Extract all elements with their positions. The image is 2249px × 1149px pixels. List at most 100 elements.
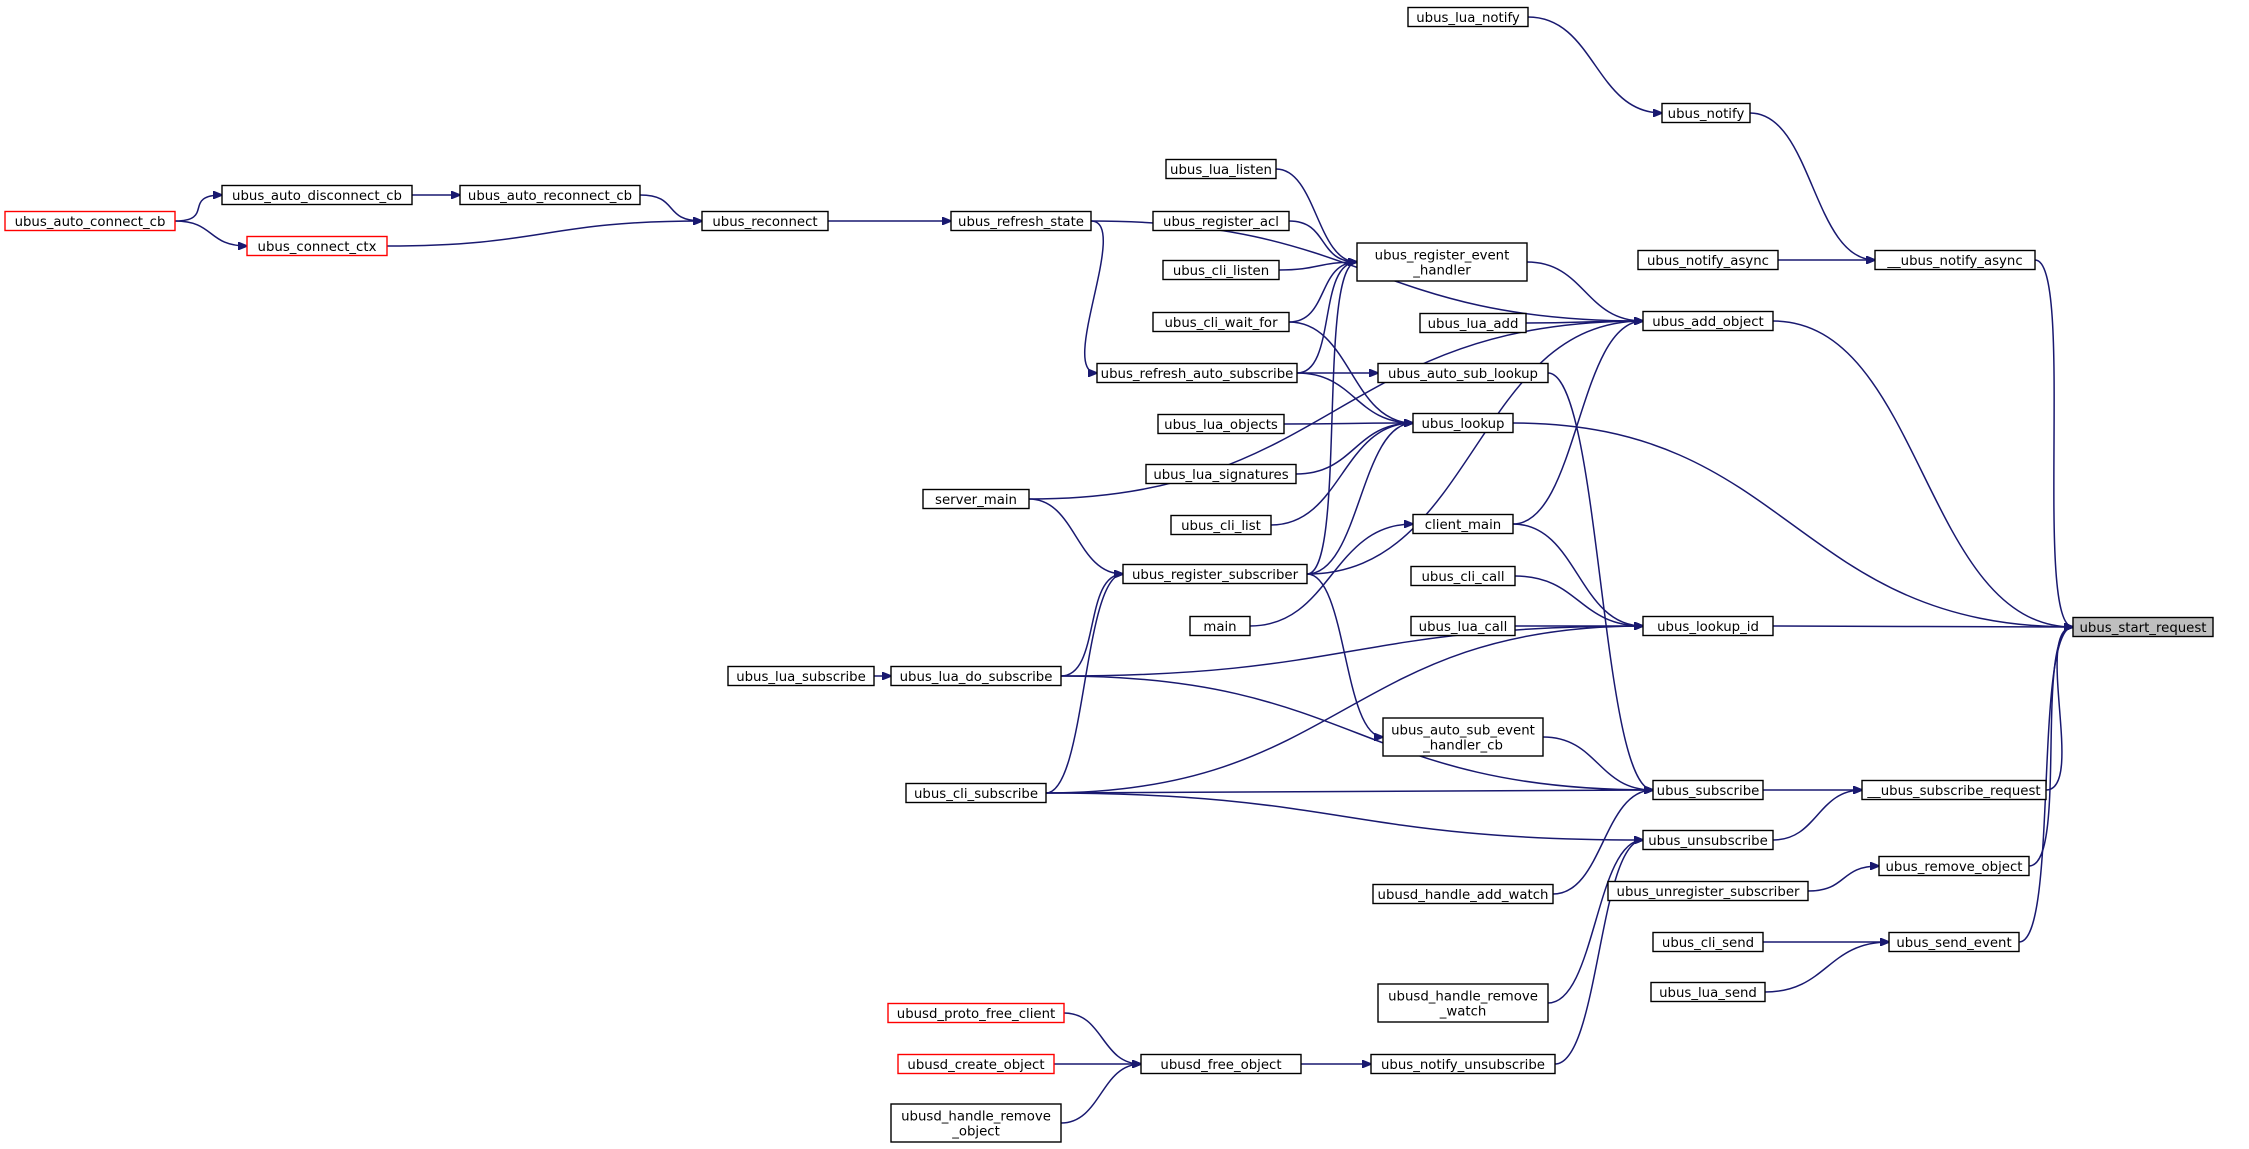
node-ubus-lua-objects[interactable]: ubus_lua_objects <box>1157 413 1285 435</box>
node-box <box>1122 563 1308 585</box>
node-ubus-auto-disconnect-cb[interactable]: ubus_auto_disconnect_cb <box>221 184 413 206</box>
node-label: _object <box>951 1125 1000 1140</box>
node-box <box>1650 981 1766 1003</box>
node-ubus-cli-subscribe[interactable]: ubus_cli_subscribe <box>905 782 1047 804</box>
node-label: _watch <box>1439 1005 1487 1020</box>
edge-ubus_lua_do_subscribe-to-ubus_lookup_id <box>1060 626 1643 677</box>
edge-ubus_lua_send-to-ubus_send_event <box>1764 942 1889 993</box>
node-ubus-notify-async[interactable]: ubus_notify_async <box>1637 249 1779 271</box>
node-ubusd-proto-free-client[interactable]: ubusd_proto_free_client <box>887 1002 1065 1024</box>
node-ubus-start-request[interactable]: ubus_start_request <box>2072 616 2214 638</box>
node-ubus-cli-send[interactable]: ubus_cli_send <box>1652 931 1764 953</box>
node-ubus-auto-sub-lookup[interactable]: ubus_auto_sub_lookup <box>1377 362 1549 384</box>
node-label: ubus_lua_call <box>1419 620 1508 635</box>
node-ubus-notify[interactable]: ubus_notify <box>1661 102 1751 124</box>
node-ubus-reconnect[interactable]: ubus_reconnect <box>701 210 829 232</box>
edge-ubus_lua_do_subscribe-to-ubus_subscribe <box>1060 675 1653 790</box>
node-ubus-unregister-subscriber[interactable]: ubus_unregister_subscriber <box>1607 880 1809 902</box>
node-ubus-cli-list[interactable]: ubus_cli_list <box>1170 514 1272 536</box>
node-ubus-unsubscribe[interactable]: ubus_unsubscribe <box>1642 829 1774 851</box>
node-ubus-connect-ctx[interactable]: ubus_connect_ctx <box>246 235 388 257</box>
node-label: main <box>1203 620 1236 635</box>
edge-ubusd_proto_free_client-to-ubusd_free_object <box>1063 1012 1141 1064</box>
node-box <box>1407 6 1529 28</box>
node-ubus-subscribe[interactable]: ubus_subscribe <box>1652 779 1764 801</box>
edge-ubus_cli_call-to-ubus_lookup_id <box>1514 575 1643 626</box>
edge-client_main-to-ubus_add_object <box>1512 321 1643 525</box>
node-ubus-cli-listen[interactable]: ubus_cli_listen <box>1162 259 1280 281</box>
node-label: ubus_auto_reconnect_cb <box>468 189 632 204</box>
edge-server_main-to-ubus_add_object <box>1028 321 1643 500</box>
edge-ubus_notify_unsubscribe-to-ubus_unsubscribe <box>1554 840 1643 1065</box>
node-box <box>1377 983 1549 1023</box>
node-ubus-lua-call[interactable]: ubus_lua_call <box>1410 615 1516 637</box>
node-ubus-auto-reconnect-cb[interactable]: ubus_auto_reconnect_cb <box>459 184 641 206</box>
node-box <box>4 210 176 232</box>
node-box <box>1152 311 1290 333</box>
node-box <box>459 184 641 206</box>
node-ubus-auto-connect-cb[interactable]: ubus_auto_connect_cb <box>4 210 176 232</box>
node-ubus-lua-signatures[interactable]: ubus_lua_signatures <box>1145 463 1297 485</box>
node-ubus-lookup-id[interactable]: ubus_lookup_id <box>1642 615 1774 637</box>
node-ubus-lua-do-subscribe[interactable]: ubus_lua_do_subscribe <box>890 665 1062 687</box>
node-ubus-register-acl[interactable]: ubus_register_acl <box>1152 210 1290 232</box>
node-label: ubusd_proto_free_client <box>897 1007 1055 1022</box>
node-box <box>887 1002 1065 1024</box>
node-label: ubus_start_request <box>2079 621 2206 636</box>
node-box <box>1412 513 1514 535</box>
node-ubus-cli-call[interactable]: ubus_cli_call <box>1410 565 1516 587</box>
node-ubus-refresh-state[interactable]: ubus_refresh_state <box>950 210 1092 232</box>
node-ubus-lua-listen[interactable]: ubus_lua_listen <box>1165 158 1277 180</box>
node-ubus-lookup[interactable]: ubus_lookup <box>1412 412 1514 434</box>
node-server-main[interactable]: server_main <box>922 488 1030 510</box>
node-client-main[interactable]: client_main <box>1412 513 1514 535</box>
node-ubus-register-event-handler[interactable]: ubus_register_event_handler <box>1356 242 1528 282</box>
node-label: ubus_lua_signatures <box>1153 468 1288 483</box>
node-box <box>1637 249 1779 271</box>
node-box <box>2072 616 2214 638</box>
node-label: ubus_cli_listen <box>1173 264 1269 279</box>
node-label: ubus_register_acl <box>1163 215 1279 230</box>
node-label: ubus_send_event <box>1896 936 2011 951</box>
node-ubus-lua-notify[interactable]: ubus_lua_notify <box>1407 6 1529 28</box>
node-box <box>922 488 1030 510</box>
node-ubus-lua-add[interactable]: ubus_lua_add <box>1419 312 1527 334</box>
node-box <box>1165 158 1277 180</box>
node-box <box>1096 362 1298 384</box>
node-ubusd-handle-remove-watch[interactable]: ubusd_handle_remove_watch <box>1377 983 1549 1023</box>
node-ubus-refresh-auto-subscribe[interactable]: ubus_refresh_auto_subscribe <box>1096 362 1298 384</box>
edge-ubus_lua_do_subscribe-to-ubus_register_subscriber <box>1060 574 1123 677</box>
node-label: ubus_reconnect <box>712 215 817 230</box>
node---ubus-notify-async[interactable]: __ubus_notify_async <box>1874 249 2036 271</box>
edge-__ubus_notify_async-to-ubus_start_request <box>2034 259 2073 627</box>
node-box <box>905 782 1047 804</box>
node-ubus-notify-unsubscribe[interactable]: ubus_notify_unsubscribe <box>1370 1053 1556 1075</box>
edge-ubus_lua_notify-to-ubus_notify <box>1527 16 1662 113</box>
node-ubus-lua-subscribe[interactable]: ubus_lua_subscribe <box>727 665 875 687</box>
node-ubusd-create-object[interactable]: ubusd_create_object <box>897 1053 1055 1075</box>
node-box <box>1145 463 1297 485</box>
node-ubus-lua-send[interactable]: ubus_lua_send <box>1650 981 1766 1003</box>
node-ubus-cli-wait-for[interactable]: ubus_cli_wait_for <box>1152 311 1290 333</box>
node-label: ubus_subscribe <box>1657 784 1760 799</box>
node---ubus-subscribe-request[interactable]: __ubus_subscribe_request <box>1861 779 2047 801</box>
node-box <box>1642 829 1774 851</box>
node-label: ubusd_handle_remove <box>901 1110 1051 1125</box>
node-ubus-remove-object[interactable]: ubus_remove_object <box>1878 855 2030 877</box>
node-label: ubus_connect_ctx <box>258 240 377 255</box>
edge-ubus_auto_sub_event_handler_cb-to-ubus_subscribe <box>1542 736 1653 790</box>
node-ubusd-free-object[interactable]: ubusd_free_object <box>1140 1053 1302 1075</box>
node-ubus-auto-sub-event-handler-cb[interactable]: ubus_auto_sub_event_handler_cb <box>1382 717 1544 757</box>
node-ubusd-handle-remove-object[interactable]: ubusd_handle_remove_object <box>890 1103 1062 1143</box>
node-ubus-register-subscriber[interactable]: ubus_register_subscriber <box>1122 563 1308 585</box>
node-ubus-add-object[interactable]: ubus_add_object <box>1642 310 1774 332</box>
node-ubusd-handle-add-watch[interactable]: ubusd_handle_add_watch <box>1372 883 1554 905</box>
node-box <box>897 1053 1055 1075</box>
node-main[interactable]: main <box>1189 615 1251 637</box>
node-label: ubus_lua_subscribe <box>736 670 866 685</box>
node-ubus-send-event[interactable]: ubus_send_event <box>1888 931 2020 953</box>
edge-ubus_lua_signatures-to-ubus_lookup <box>1295 423 1413 475</box>
node-label: ubus_cli_send <box>1662 936 1754 951</box>
edge-ubus_unregister_subscriber-to-ubus_remove_object <box>1807 866 1879 892</box>
edge-ubus_cli_wait_for-to-ubus_register_event_handler <box>1288 262 1357 323</box>
